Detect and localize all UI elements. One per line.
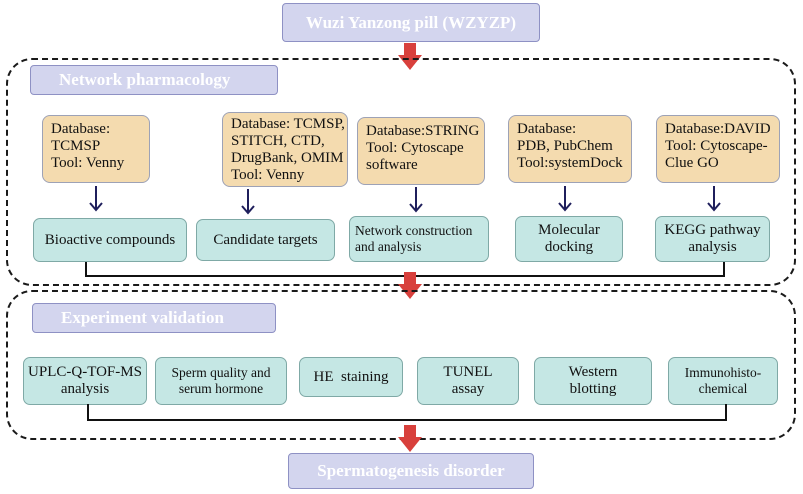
result-candidate-targets: Candidate targets: [196, 219, 335, 261]
db-box-kegg: Database:DAVID Tool: Cytoscape- Clue GO: [656, 115, 780, 183]
result-molecular-docking: Molecular docking: [515, 216, 623, 262]
experiment-he-staining: HE staining: [299, 357, 403, 397]
experiment-validation-label: Experiment validation: [61, 308, 224, 327]
result-kegg-pathway: KEGG pathway analysis: [655, 216, 770, 262]
header-title-box: Wuzi Yanzong pill (WZYZP): [282, 3, 540, 42]
down-arrow-icon: [707, 186, 721, 212]
experiment-merge-bracket: [87, 404, 727, 421]
red-arrow-icon: [398, 425, 422, 452]
experiment-sperm-quality: Sperm quality and serum hormone: [155, 357, 287, 405]
footer-title-box: Spermatogenesis disorder: [288, 453, 534, 489]
experiment-validation-label-box: Experiment validation: [32, 303, 276, 333]
db-box-docking: Database: PDB, PubChem Tool:systemDock: [508, 115, 632, 183]
header-title: Wuzi Yanzong pill (WZYZP): [305, 12, 517, 32]
down-arrow-icon: [558, 186, 572, 212]
footer-title: Spermatogenesis disorder: [317, 461, 505, 480]
down-arrow-icon: [409, 187, 423, 213]
db-box-candidate: Database: TCMSP, STITCH, CTD, DrugBank, …: [222, 112, 348, 187]
network-pharmacology-label: Network pharmacology: [59, 70, 231, 89]
experiment-western: Western blotting: [534, 357, 652, 405]
experiment-immunohistochemical: Immunohisto- chemical: [668, 357, 778, 405]
experiment-tunel: TUNEL assay: [417, 357, 519, 405]
result-bioactive-compounds: Bioactive compounds: [33, 218, 187, 262]
db-box-network: Database:STRING Tool: Cytoscape software: [357, 117, 485, 185]
result-network-construction: Network construction and analysis: [349, 216, 489, 262]
down-arrow-icon: [89, 186, 103, 212]
network-pharmacology-label-box: Network pharmacology: [30, 65, 278, 95]
down-arrow-icon: [241, 189, 255, 215]
experiment-uplc: UPLC-Q-TOF-MS analysis: [23, 357, 147, 405]
db-box-bioactive: Database: TCMSP Tool: Venny: [42, 115, 150, 183]
